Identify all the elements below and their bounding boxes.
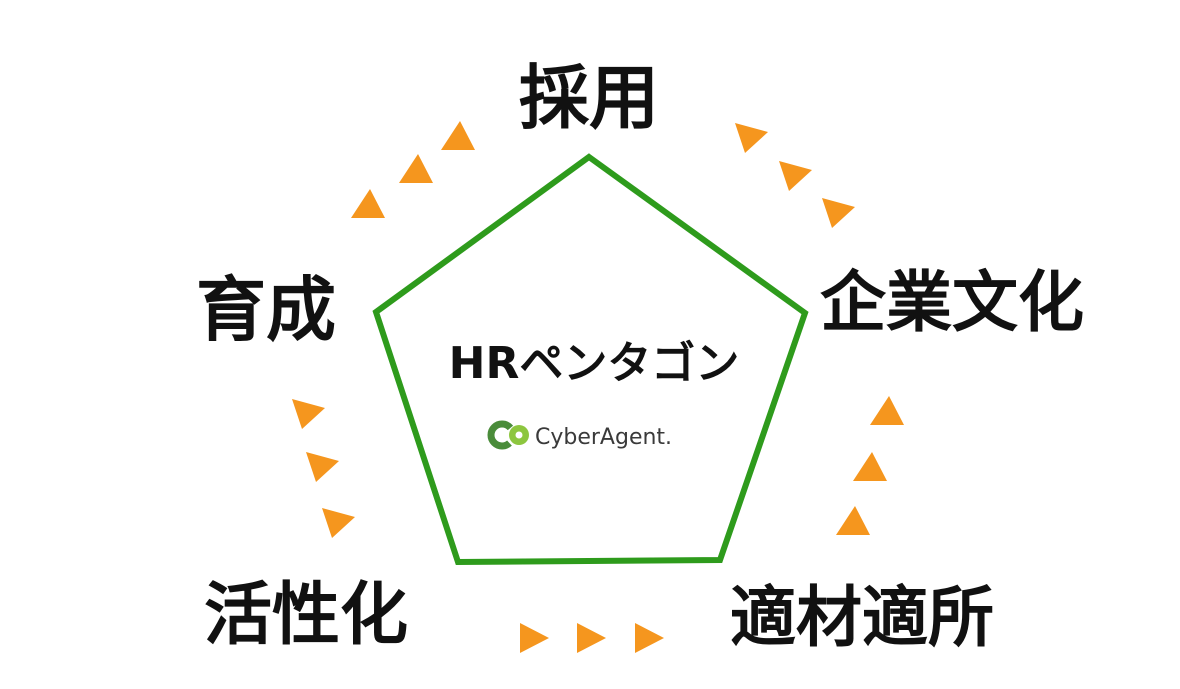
- triangle-arrow-icon: [853, 452, 887, 481]
- center-title: HRペンタゴン: [449, 338, 740, 389]
- node-label-saiyo: 採用: [519, 57, 659, 139]
- pentagon-outline: [372, 153, 809, 566]
- triangle-arrow-icon: [635, 623, 664, 653]
- triangle-arrow-icon: [520, 623, 549, 653]
- logo-wordmark: CyberAgent.: [535, 425, 672, 450]
- triangle-arrow-icon: [306, 452, 339, 482]
- triangle-arrow-icon: [870, 396, 904, 425]
- node-label-ikusei: 育成: [196, 269, 336, 351]
- cyberagent-logo: CyberAgent.: [487, 420, 672, 450]
- triangle-arrow-icon: [322, 508, 355, 538]
- triangle-arrow-icon: [836, 506, 870, 535]
- triangle-arrow-icon: [822, 198, 855, 228]
- triangle-arrow-icon: [735, 123, 768, 153]
- node-label-kigyo-bunka: 企業文化: [820, 264, 1084, 341]
- triangle-arrow-icon: [351, 189, 385, 218]
- triangle-arrow-icon: [441, 121, 475, 150]
- triangle-arrow-icon: [577, 623, 606, 653]
- node-label-tekizai-tekisho: 適材適所: [730, 579, 994, 656]
- triangle-arrow-icon: [292, 399, 325, 429]
- node-label-kasseika: 活性化: [204, 576, 408, 655]
- triangle-arrow-icon: [399, 154, 433, 183]
- flow-arrows: [292, 121, 904, 653]
- cyberagent-logo-icon: [487, 420, 529, 450]
- triangle-arrow-icon: [779, 161, 812, 191]
